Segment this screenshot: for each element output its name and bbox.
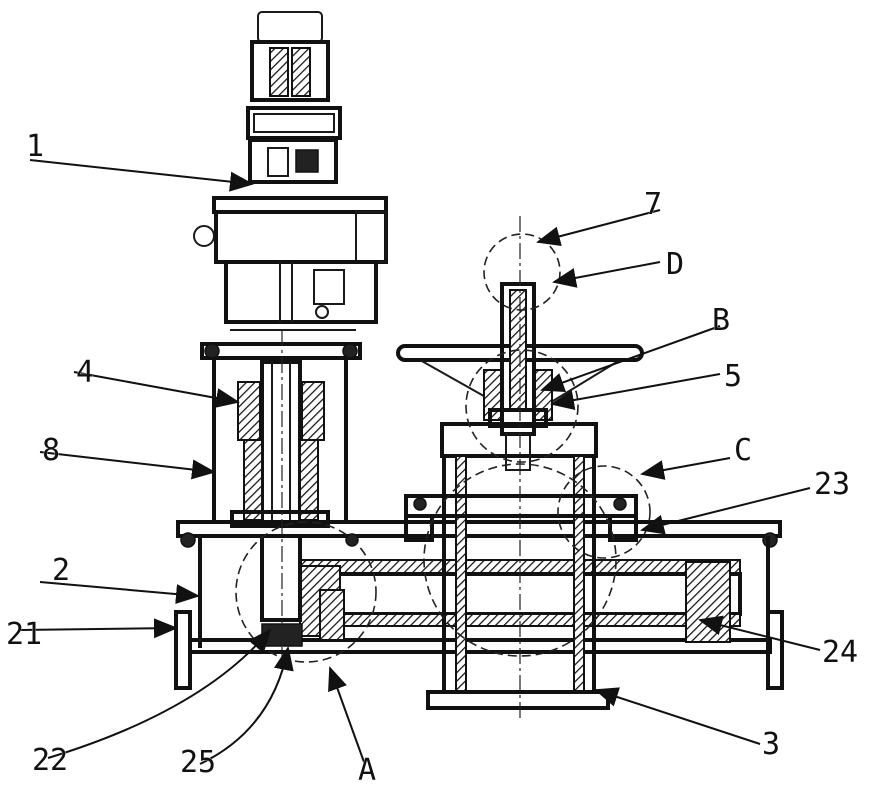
- label-8: 8: [42, 433, 60, 468]
- label-21: 21: [6, 617, 42, 652]
- label-4: 4: [76, 355, 94, 390]
- label-c: C: [734, 433, 752, 468]
- label-5: 5: [724, 359, 742, 394]
- label-3: 3: [762, 727, 780, 762]
- column-frame: [200, 342, 362, 528]
- label-1: 1: [26, 129, 44, 164]
- motor-assembly: [246, 11, 342, 184]
- label-22: 22: [32, 743, 68, 778]
- leader-lines: [19, 159, 821, 765]
- base-table: [174, 520, 784, 690]
- detail-circles: [235, 233, 651, 663]
- label-a: A: [358, 753, 376, 788]
- part-labels: 1 7 D B 5 4 8 C 23 2 21 24 3 22 25 A: [6, 129, 859, 789]
- center-lines: [281, 216, 521, 722]
- tube-assembly: [404, 422, 638, 710]
- detail-circle-main: [423, 463, 617, 657]
- label-24: 24: [822, 635, 858, 670]
- label-b: B: [712, 303, 730, 338]
- label-d: D: [666, 247, 684, 282]
- label-23: 23: [814, 467, 850, 502]
- label-2: 2: [52, 553, 70, 588]
- detail-circle-a: [235, 521, 377, 663]
- detail-circle-c: [557, 465, 651, 559]
- detail-circle-b: [465, 349, 579, 463]
- label-7: 7: [644, 187, 662, 222]
- reducer-housing: [193, 196, 388, 331]
- label-25: 25: [180, 745, 216, 780]
